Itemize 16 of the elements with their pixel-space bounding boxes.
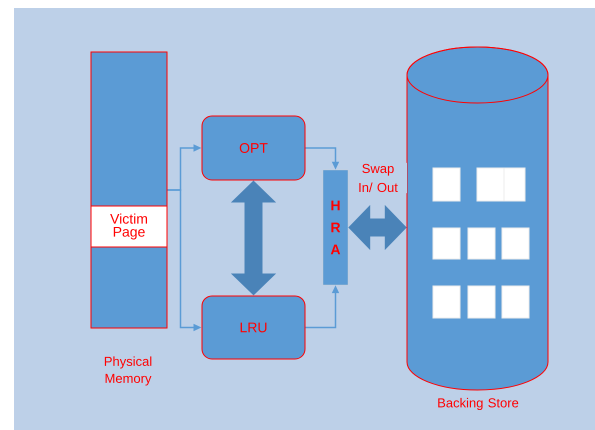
victim-page-band: Victim Page	[90, 205, 168, 248]
page-block	[468, 285, 496, 318]
process-box: OPT	[202, 116, 306, 180]
caption-text: Backing Store	[438, 398, 518, 410]
page-block	[502, 227, 530, 260]
vertical-bar: H R A	[322, 170, 348, 286]
page-block	[432, 168, 460, 202]
page-block	[476, 168, 504, 202]
page-block	[432, 227, 460, 260]
page-block	[468, 227, 496, 260]
process-box: LRU	[202, 296, 306, 360]
page-block	[432, 285, 460, 318]
page-block	[504, 168, 526, 202]
page-block	[502, 285, 530, 318]
edge-label: Swap In/ Out	[349, 162, 407, 194]
caption-text: Physical Memory	[104, 356, 152, 386]
